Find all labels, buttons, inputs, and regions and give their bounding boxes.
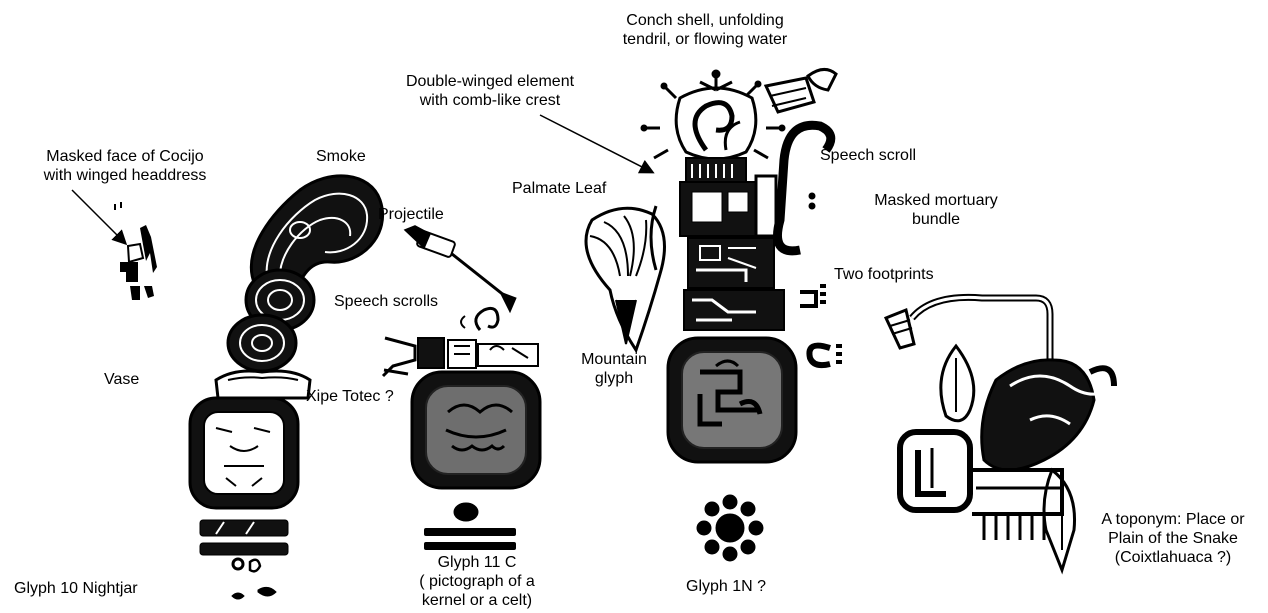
label-two-footprints: Two footprints (834, 265, 934, 284)
label-mortuary-bundle: Masked mortuary bundle (846, 191, 1026, 229)
label-speech-scrolls: Speech scrolls (334, 292, 438, 311)
label-mountain-glyph: Mountain glyph (574, 350, 654, 388)
glyph1n-figure (586, 69, 842, 561)
label-projectile: Projectile (378, 205, 444, 224)
label-glyph11: Glyph 11 C ( pictograph of a kernel or a… (392, 553, 562, 610)
label-xipe-totec: Xipe Totec ? (306, 387, 394, 406)
arrow-double-winged (540, 115, 652, 172)
label-double-winged: Double-winged element with comb-like cre… (380, 72, 600, 110)
label-palmate-leaf: Palmate Leaf (512, 179, 606, 198)
label-vase: Vase (104, 370, 139, 389)
label-speech-scroll: Speech scroll (820, 146, 916, 165)
label-toponym: A toponym: Place or Plain of the Snake (… (1080, 510, 1266, 567)
label-glyph10: Glyph 10 Nightjar (14, 579, 138, 598)
label-glyph1n: Glyph 1N ? (686, 577, 766, 596)
arrow-masked-face (72, 190, 125, 243)
glyph11-figure (383, 226, 540, 550)
label-conch: Conch shell, unfolding tendril, or flowi… (590, 11, 820, 49)
cocijo-figure (114, 202, 157, 300)
label-masked-face: Masked face of Cocijo with winged headdr… (16, 147, 234, 185)
label-smoke: Smoke (316, 147, 366, 166)
